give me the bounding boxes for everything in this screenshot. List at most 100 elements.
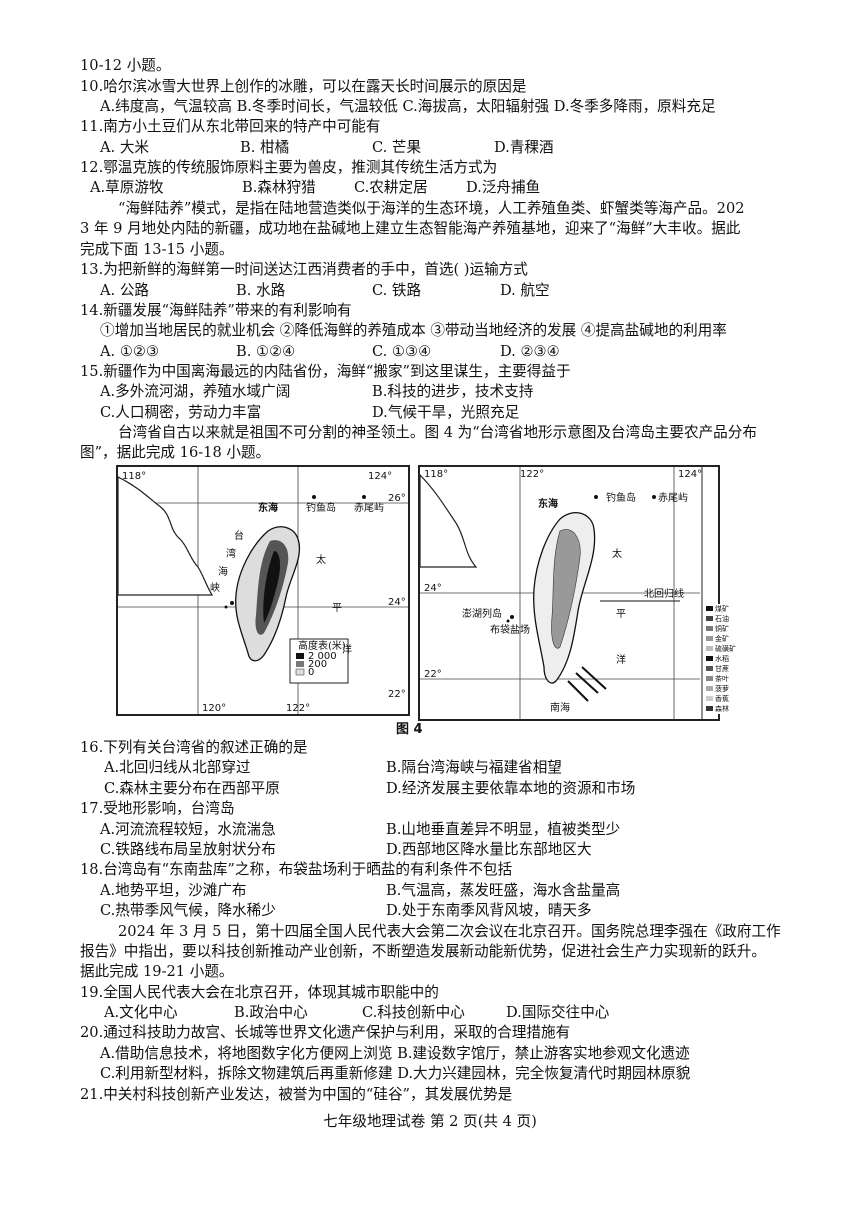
legend-oil: 石油: [715, 614, 729, 623]
lon-124: 124°: [368, 471, 392, 482]
label-pacific-1: 太: [316, 553, 326, 566]
label-strait-4: 峡: [210, 581, 220, 594]
q19-option-b: B.政治中心: [234, 1004, 308, 1021]
q19-stem: 19.全国人民代表大会在北京召开，体现其城市职能中的: [80, 984, 439, 1001]
q16-option-b: B.隔台湾海峡与福建省相望: [386, 759, 562, 776]
passage-1-line-2: 3 年 9 月地处内陆的新疆，成功地在盐碱地上建立生态智能海产养殖基地，迎来了“…: [80, 220, 741, 237]
q18-option-d: D.处于东南季风背风坡，晴天多: [386, 902, 592, 919]
lat-22: 22°: [424, 669, 442, 680]
wind-arrow-1: [575, 672, 599, 694]
q11-option-a: A. 大米: [100, 139, 150, 156]
label-pacific-3: 洋: [342, 643, 352, 656]
label-diaoyu: 钓鱼岛: [306, 501, 336, 514]
legend-tea: 茶叶: [715, 674, 729, 683]
mainland-coast: [420, 474, 478, 568]
legend-title: 高度表(米): [298, 639, 346, 652]
label-strait-3: 海: [218, 565, 228, 578]
label-strait-2: 湾: [226, 547, 236, 560]
legend-value-200: 200: [308, 659, 327, 670]
lon-118: 118°: [424, 469, 448, 480]
label-strait-1: 台: [234, 529, 244, 542]
q11-option-d: D.青稞酒: [494, 139, 554, 156]
q16-stem: 16.下列有关台湾省的叙述正确的是: [80, 739, 308, 756]
taiwan-terrain-map: 高度表(米) 2 000 200 0 118° 120° 122° 124° 2…: [116, 465, 410, 716]
legend-banana: 香蕉: [715, 694, 729, 703]
q13-option-c: C. 铁路: [372, 282, 422, 299]
passage-1-line-1: “海鲜陆养”模式，是指在陆地营造类似于海洋的生态环境，人工养殖鱼类、虾蟹类等海产…: [118, 200, 745, 217]
legend-sulfur: 硫磺矿: [715, 644, 736, 653]
products-legend-svg: 煤矿 石油 铜矿 金矿 硫磺矿 水稻 甘蔗 茶叶 菠萝 香蕉 森林: [706, 604, 736, 713]
label-budai: 布袋盐场: [490, 623, 530, 636]
q15-stem: 15.新疆作为中国离海最远的内陆省份，海鲜“搬家”到这里谋生，主要得益于: [80, 363, 571, 380]
passage-3-line-1: 2024 年 3 月 5 日，第十四届全国人民代表大会第二次会议在北京召开。国务…: [118, 923, 781, 940]
q12-option-b: B.森林狩猎: [242, 179, 316, 196]
label-chiwei: 赤尾屿: [658, 492, 688, 504]
q19-option-a: A.文化中心: [104, 1004, 178, 1021]
q10-options: A.纬度高，气温较高 B.冬季时间长，气温较低 C.海拔高，太阳辐射强 D.冬季…: [100, 98, 716, 115]
q17-option-a: A.河流流程较短，水流湍急: [100, 821, 276, 838]
q14-stem: 14.新疆发展“海鲜陆养”带来的有利影响有: [80, 302, 352, 319]
q18-stem: 18.台湾岛有“东南盐库”之称，布袋盐场利于晒盐的有利条件不包括: [80, 861, 513, 878]
legend-copper: 铜矿: [715, 624, 729, 633]
products-legend-box: 煤矿 石油 铜矿 金矿 硫磺矿 水稻 甘蔗 茶叶 菠萝 香蕉 森林: [704, 604, 744, 714]
q17-stem: 17.受地形影响，台湾岛: [80, 800, 235, 817]
lat-24: 24°: [424, 583, 442, 594]
q12-stem: 12.鄂温克族的传统服饰原料主要为兽皮，推测其传统生活方式为: [80, 159, 498, 176]
q17-option-d: D.西部地区降水量比东部地区大: [386, 841, 592, 858]
q12-option-c: C.农耕定居: [354, 179, 428, 196]
label-pacific-1: 太: [612, 547, 622, 560]
q15-option-c: C.人口稠密，劳动力丰富: [100, 404, 262, 421]
q15-option-b: B.科技的进步，技术支持: [372, 383, 534, 400]
q14-option-b: B. ①②④: [236, 343, 296, 360]
lon-120: 120°: [202, 703, 226, 714]
legend-value-0: 0: [308, 667, 314, 678]
legend-rice: 水稻: [715, 654, 729, 663]
legend-value-2000: 2 000: [308, 651, 337, 662]
q17-option-c: C.铁路线布局呈放射状分布: [100, 841, 276, 858]
q14-statements: ①增加当地居民的就业机会 ②降低海鲜的养殖成本 ③带动当地经济的发展 ④提高盐碱…: [100, 322, 727, 339]
q19-option-d: D.国际交往中心: [506, 1004, 610, 1021]
q11-stem: 11.南方小土豆们从东北带回来的特产中可能有: [80, 118, 381, 135]
q11-option-b: B. 柑橘: [240, 139, 290, 156]
q12-option-d: D.泛舟捕鱼: [466, 179, 541, 196]
q15-option-d: D.气候干旱，光照充足: [372, 404, 520, 421]
label-pacific-3: 洋: [616, 653, 626, 666]
q10-stem: 10.哈尔滨冰雪大世界上创作的冰雕，可以在露天长时间展示的原因是: [80, 78, 527, 95]
q13-option-b: B. 水路: [236, 282, 286, 299]
q16-option-c: C.森林主要分布在西部平原: [104, 780, 280, 797]
terrain-map-svg: 高度表(米) 2 000 200 0 118° 120° 122° 124° 2…: [118, 467, 408, 714]
label-chiwei: 赤尾屿: [354, 502, 384, 514]
label-diaoyu: 钓鱼岛: [606, 491, 636, 504]
intro-line: 10-12 小题。: [80, 57, 171, 74]
legend-gold: 金矿: [715, 634, 729, 643]
q12-option-a: A.草原游牧: [90, 179, 164, 196]
label-east-sea: 东海: [538, 497, 558, 510]
label-pacific-2: 平: [616, 609, 626, 620]
page-footer: 七年级地理试卷 第 2 页(共 4 页): [323, 1113, 537, 1130]
legend-pineapple: 菠萝: [715, 684, 729, 693]
passage-3-line-3: 据此完成 19-21 小题。: [80, 963, 234, 980]
passage-2-line-2: 图”，据此完成 16-18 小题。: [80, 444, 271, 461]
q14-option-c: C. ①③④: [372, 343, 432, 360]
elevation-legend: [289, 638, 349, 684]
q18-option-c: C.热带季风气候，降水稀少: [100, 902, 276, 919]
legend-sugarcane: 甘蔗: [715, 664, 729, 673]
taiwan-products-map: 118° 122° 124° 24° 22° 东海 钓鱼岛 赤尾屿 澎湖列岛 布…: [418, 465, 720, 721]
mainland-coast: [118, 476, 214, 596]
figure-caption: 图 4: [396, 722, 423, 737]
q14-option-d: D. ②③④: [500, 343, 560, 360]
label-penghu: 澎湖列岛: [462, 607, 502, 620]
label-south-sea: 南海: [550, 701, 570, 714]
label-pacific-2: 平: [332, 603, 342, 614]
passage-1-line-3: 完成下面 13-15 小题。: [80, 241, 234, 258]
lon-122: 122°: [286, 703, 310, 714]
q17-option-b: B.山地垂直差异不明显，植被类型少: [386, 821, 621, 838]
products-map-svg: 118° 122° 124° 24° 22° 东海 钓鱼岛 赤尾屿 澎湖列岛 布…: [420, 467, 703, 719]
q16-option-a: A.北回归线从北部穿过: [104, 759, 251, 776]
lon-122: 122°: [520, 469, 544, 480]
label-tropic: 北回归线: [644, 587, 684, 600]
lat-24: 24°: [388, 597, 406, 608]
q20-stem: 20.通过科技助力故宫、长城等世界文化遗产保护与利用，采取的合理措施有: [80, 1024, 571, 1041]
q19-option-c: C.科技创新中心: [362, 1004, 465, 1021]
q21-stem: 21.中关村科技创新产业发达，被誉为中国的“硅谷”，其发展优势是: [80, 1086, 513, 1103]
